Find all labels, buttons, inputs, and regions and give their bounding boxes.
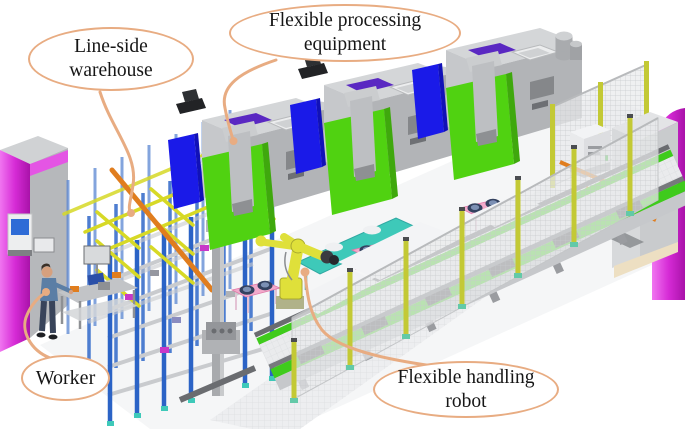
callout-flexible-handling-robot: Flexible handling robot bbox=[373, 361, 559, 418]
leader-worker-tip bbox=[42, 288, 50, 296]
leader-robot-tip bbox=[300, 267, 310, 277]
callout-flexible-handling-robot-line2: robot bbox=[445, 390, 487, 412]
leader-equipment-tip bbox=[229, 137, 238, 145]
callout-flexible-handling-robot-line1: Flexible handling bbox=[397, 366, 535, 388]
rack-orange-rail bbox=[109, 167, 215, 293]
callout-flexible-processing-equipment-line2: equipment bbox=[303, 34, 387, 55]
callout-worker-line1: Worker bbox=[35, 366, 96, 389]
callout-worker: Worker bbox=[21, 355, 110, 401]
safety-fence-front bbox=[290, 114, 659, 403]
leader-lines bbox=[23, 58, 457, 371]
callout-flexible-processing-equipment-line1: Flexible processing bbox=[268, 10, 422, 32]
leader-warehouse-tip bbox=[127, 209, 135, 217]
fence-posts bbox=[290, 114, 634, 403]
worker-workstation bbox=[58, 245, 138, 329]
callout-line-side-warehouse: Line-side warehouse bbox=[28, 27, 194, 91]
handling-robot-arm bbox=[255, 233, 339, 309]
callout-line-side-warehouse-line1: Line-side bbox=[74, 36, 148, 58]
leader-robot bbox=[303, 272, 457, 371]
callout-flexible-processing-equipment: Flexible processing equipment bbox=[229, 4, 461, 62]
leader-equipment bbox=[222, 58, 278, 142]
leader-warehouse bbox=[98, 90, 136, 214]
callout-line-side-warehouse-line2: warehouse bbox=[69, 60, 153, 81]
leader-worker bbox=[23, 291, 52, 360]
left-loading-machine bbox=[0, 136, 68, 352]
